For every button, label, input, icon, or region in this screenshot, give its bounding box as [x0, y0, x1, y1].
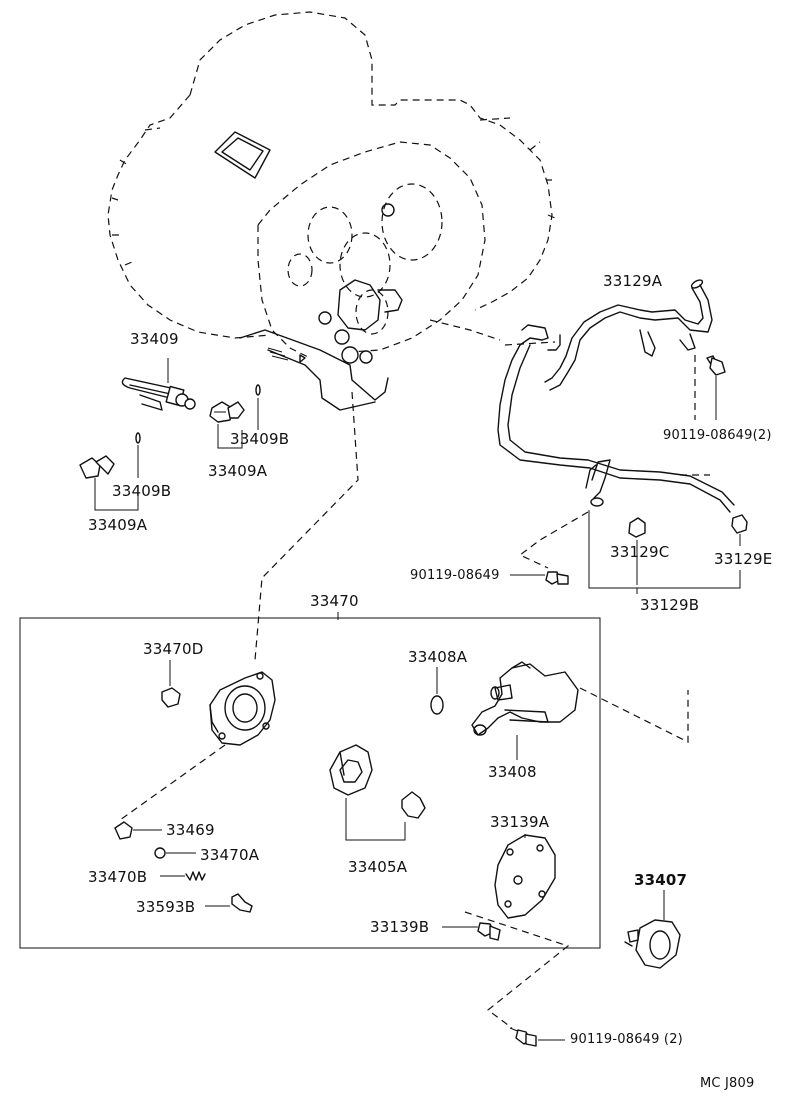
part-33407-sensor	[624, 890, 681, 969]
part-oil-pump-body	[209, 671, 276, 746]
label-33129E: 33129E	[714, 550, 773, 568]
label-33139A: 33139A	[490, 813, 550, 831]
part-33470A-ball	[154, 847, 196, 859]
assembly-leader	[254, 391, 359, 661]
label-33405A: 33405A	[348, 858, 408, 876]
part-33129B-bracket-line	[588, 510, 741, 594]
label-33470-group: 33470	[310, 592, 359, 610]
part-33408A-oring	[430, 667, 444, 715]
label-33409B-top: 33409B	[230, 430, 290, 448]
part-33129A-pipe	[497, 279, 735, 513]
part-33470B-spring	[160, 871, 206, 881]
part-90119-bolt-mid	[510, 511, 589, 585]
part-33409A-fitting-top	[209, 384, 261, 449]
label-33408A: 33408A	[408, 648, 468, 666]
label-90119-08649-2-bottom: 90119-08649 (2)	[570, 1032, 683, 1047]
part-33405A-gear	[329, 744, 426, 841]
label-33129A: 33129A	[603, 272, 663, 290]
label-33139B: 33139B	[370, 918, 430, 936]
part-33139B-bolt	[442, 911, 570, 1029]
part-33469-plug	[114, 821, 162, 840]
label-33470B: 33470B	[88, 868, 148, 886]
label-33409A-left: 33409A	[88, 516, 148, 534]
pump-leader	[119, 744, 226, 821]
footer-code: MC J809	[700, 1076, 755, 1091]
transmission-housing	[107, 11, 556, 411]
part-33129E-grommet	[731, 514, 748, 546]
label-33409B-left: 33409B	[112, 482, 172, 500]
part-33409A-fitting-left	[79, 432, 141, 511]
label-33470D: 33470D	[143, 640, 204, 658]
label-33469: 33469	[166, 821, 215, 839]
part-33129C-clamp	[628, 517, 646, 585]
label-33409: 33409	[130, 330, 179, 348]
part-33593B-bolt	[205, 893, 253, 913]
part-33470D-nut	[161, 660, 181, 708]
part-90119-bolt-top	[706, 355, 726, 420]
label-90119-08649-2-top: 90119-08649(2)	[663, 428, 772, 443]
label-33409A-top: 33409A	[208, 462, 268, 480]
label-33408: 33408	[488, 763, 537, 781]
label-33129B: 33129B	[640, 596, 700, 614]
label-33470A: 33470A	[200, 846, 260, 864]
part-33409-hose	[121, 358, 196, 411]
part-33139A-cover	[494, 834, 556, 919]
part-90119-bolt-bottom	[509, 1027, 565, 1047]
label-90119-08649: 90119-08649	[410, 568, 500, 583]
label-33129C: 33129C	[610, 543, 670, 561]
label-33407: 33407	[634, 871, 688, 889]
label-33593B: 33593B	[136, 898, 196, 916]
group-box-33470	[19, 612, 601, 949]
part-33408-valve	[471, 661, 689, 760]
